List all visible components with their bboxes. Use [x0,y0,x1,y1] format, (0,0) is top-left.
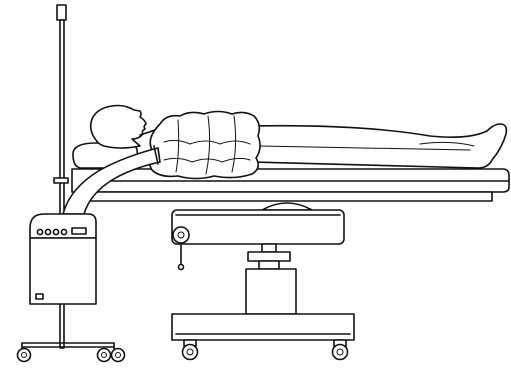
table-caster-right [331,339,349,361]
operating-table-icon [71,168,510,361]
iv-pole-caster-right [110,347,126,363]
warming-unit-button-3 [52,228,60,236]
warming-unit-body [29,237,97,305]
table-column-block [247,251,291,262]
warming-hose-connector [153,145,159,165]
patient-body-icon [72,104,508,169]
warming-unit-power-switch [35,293,44,300]
warming-hose-icon [62,145,161,215]
table-column-collar [261,243,277,253]
patient-legs [249,123,508,169]
warming-unit-display [71,227,87,235]
table-caster-left [181,339,199,361]
patient-head [89,104,147,149]
table-top-rail [89,191,493,202]
iv-pole-caster-left [16,347,32,363]
iv-pole-top-cap [56,4,67,21]
warming-blanket [148,110,261,180]
iv-pole-caster-mid [96,347,112,363]
iv-pole-icon [16,4,126,363]
iv-pole-clamp [53,177,69,184]
warming-unit-button-4 [60,228,68,236]
warming-hose [62,147,161,215]
warming-unit-button-1 [36,228,44,236]
table-base-platform [171,313,355,341]
table-coupling [261,202,313,211]
forced-air-warming-unit-icon [29,213,97,305]
table-crank-knob [172,226,190,244]
iv-pole-shaft [59,19,65,349]
table-column-base-housing [245,268,297,315]
warming-unit-button-2 [44,228,52,236]
warming-blanket-icon [148,110,261,180]
table-support-bracket [171,209,345,245]
